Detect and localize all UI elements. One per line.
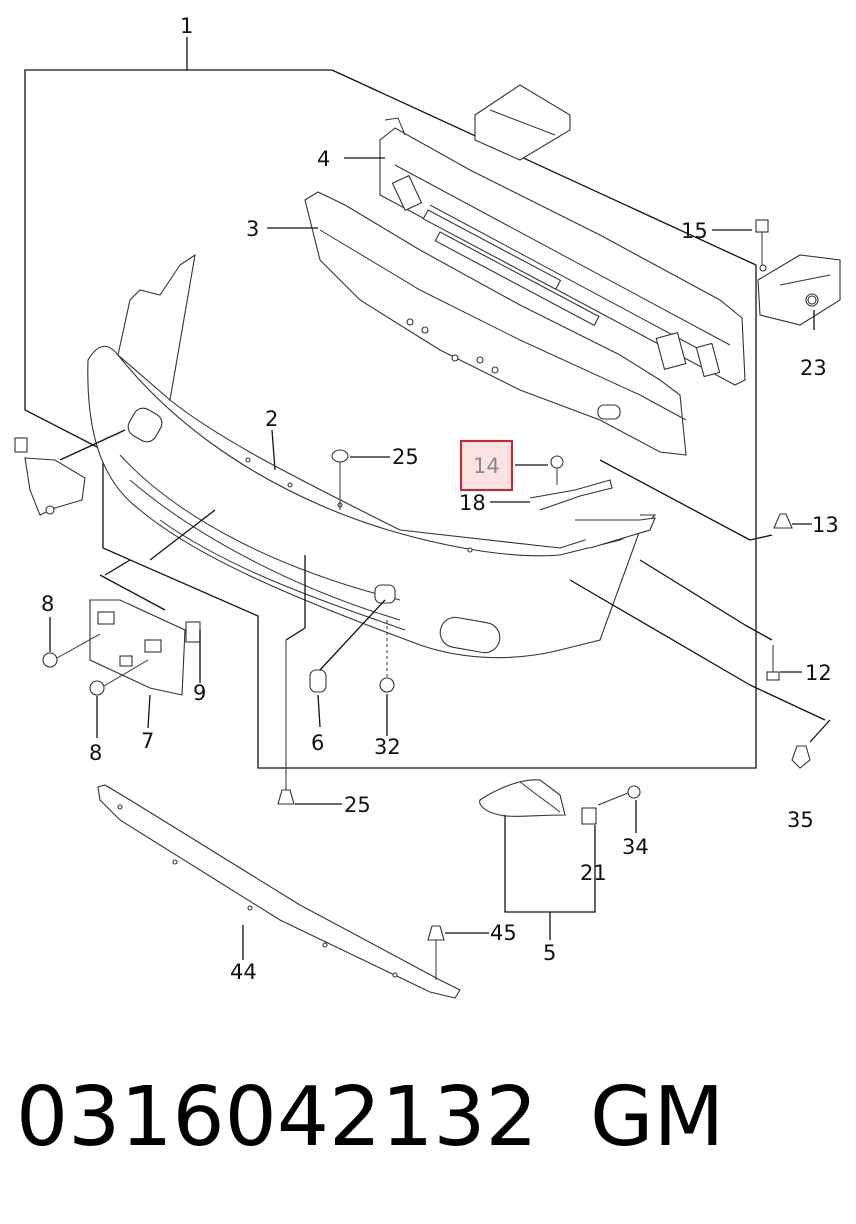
brand-name: GM xyxy=(590,1070,725,1165)
callout-14: 14 xyxy=(473,454,500,478)
callout-2: 2 xyxy=(265,407,278,431)
part-5-fog-lamp xyxy=(479,779,597,825)
callout-44: 44 xyxy=(230,960,257,984)
callout-12: 12 xyxy=(805,661,832,685)
callout-18: 18 xyxy=(459,491,486,515)
callout-13: 13 xyxy=(812,513,839,537)
callout-4: 4 xyxy=(317,147,330,171)
callout-15: 15 xyxy=(681,219,708,243)
callout-35: 35 xyxy=(787,808,814,832)
callout-5: 5 xyxy=(543,941,556,965)
callout-45: 45 xyxy=(490,921,517,945)
callout-25-lower: 25 xyxy=(344,793,371,817)
bumper-exploded-diagram: 1 2 3 4 5 6 7 8 8 9 12 13 14 15 18 21 23… xyxy=(14,14,841,999)
leader-lines xyxy=(49,157,831,960)
callout-7: 7 xyxy=(141,729,154,753)
part-4-reinforcement-beam xyxy=(379,117,746,386)
part-3-absorber xyxy=(304,191,687,456)
part-number: 0316042132 xyxy=(16,1070,538,1165)
part-44-lower-strip xyxy=(97,784,461,999)
callout-8-lower: 8 xyxy=(89,741,102,765)
highlight-box-14 xyxy=(460,440,513,491)
part-7-license-bracket xyxy=(89,599,201,696)
part-18-side-bracket xyxy=(529,479,656,549)
callout-8-upper: 8 xyxy=(41,592,54,616)
callout-32: 32 xyxy=(374,735,401,759)
callout-34: 34 xyxy=(622,835,649,859)
footer: 0316042132 GM xyxy=(0,1070,856,1190)
callout-23: 23 xyxy=(800,356,827,380)
part-2-bumper-cover xyxy=(87,253,657,659)
callout-labels: 1 2 3 4 5 6 7 8 8 9 12 13 14 15 18 21 23… xyxy=(41,14,839,984)
callout-25-upper: 25 xyxy=(392,445,419,469)
fasteners xyxy=(42,219,817,980)
side-bracket-top xyxy=(474,84,841,326)
callout-9: 9 xyxy=(193,681,206,705)
callout-6: 6 xyxy=(311,731,324,755)
callout-3: 3 xyxy=(246,217,259,241)
left-side-bracket xyxy=(14,437,86,516)
callout-1: 1 xyxy=(180,14,193,38)
callout-21: 21 xyxy=(580,861,607,885)
assembly-frame xyxy=(24,37,757,769)
